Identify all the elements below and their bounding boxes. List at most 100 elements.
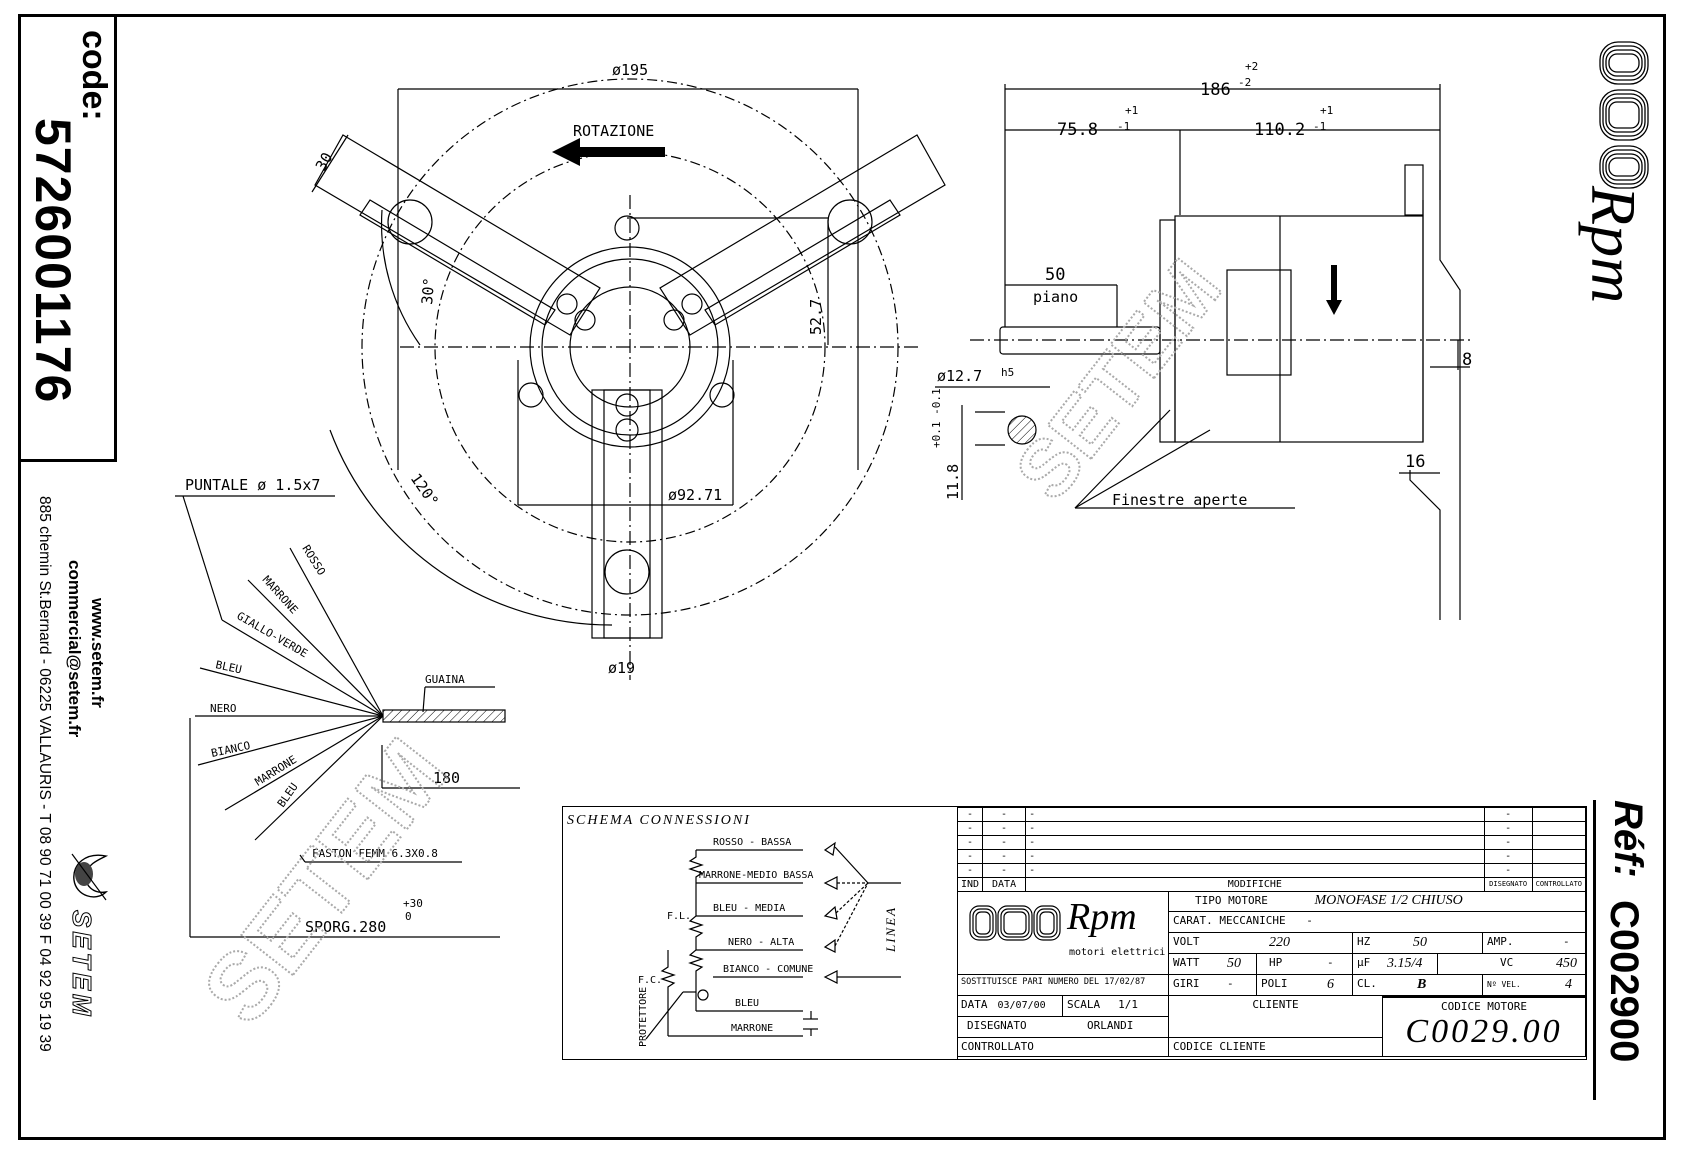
schema-line-marrone-medio-bassa: MARRONE-MEDIO BASSA bbox=[699, 870, 813, 881]
dim-body-length: 110.2 bbox=[1254, 120, 1305, 140]
mod-ctrl bbox=[1531, 849, 1587, 864]
tip-label: PUNTALE ø 1.5x7 bbox=[185, 476, 320, 494]
dim-shaft-tol-plus: +1 bbox=[1125, 104, 1138, 117]
hp-label: HP bbox=[1269, 956, 1283, 969]
schema-line-bianco-comune: BIANCO - COMUNE bbox=[723, 964, 813, 975]
mod-dis: - bbox=[1483, 807, 1533, 822]
volt-value: 220 bbox=[1269, 935, 1290, 950]
scala-label: SCALA bbox=[1067, 998, 1101, 1011]
rpm-logo-cell: Rpm motori elettrici bbox=[957, 891, 1169, 975]
scala-cell: SCALA 1/1 bbox=[1063, 996, 1169, 1017]
mod-data: - bbox=[982, 863, 1027, 878]
data-value: 03/07/00 bbox=[997, 1000, 1046, 1011]
dim-shaft-diameter: ø12.7 bbox=[937, 367, 982, 385]
header-ind: IND bbox=[956, 877, 984, 892]
hz-value: 50 bbox=[1413, 935, 1427, 950]
dim-flat-height: 11.8 bbox=[944, 464, 962, 500]
scala-value: 1/1 bbox=[1118, 998, 1138, 1011]
wire-label-bleu-2: BLEU bbox=[275, 781, 301, 810]
flat-label: piano bbox=[1033, 288, 1078, 306]
cl-label: CL. bbox=[1357, 977, 1377, 990]
tipo-motore-value: MONOFASE 1/2 CHIUSO bbox=[1314, 893, 1463, 908]
rotation-label: ROTAZIONE bbox=[573, 122, 654, 140]
codice-motore-value: C0029.00 bbox=[1405, 1013, 1563, 1050]
dim-180: 180 bbox=[433, 769, 460, 787]
mod-dis: - bbox=[1483, 849, 1533, 864]
mod-ctrl bbox=[1531, 821, 1587, 836]
mod-text: - bbox=[1025, 807, 1485, 822]
dim-flat-tolerance: +0.1 -0.1 bbox=[930, 388, 943, 448]
setem-watermark-side: SETEM bbox=[998, 244, 1238, 516]
setem-logo-icon bbox=[71, 853, 109, 901]
mod-text: - bbox=[1025, 835, 1485, 850]
poli-label: POLI bbox=[1261, 977, 1288, 990]
line-label: LINEA bbox=[883, 906, 898, 953]
setem-watermark: SETEM bbox=[183, 720, 468, 1043]
arm-right bbox=[659, 134, 946, 336]
carat-row: CARAT. MECCANICHE - bbox=[1169, 912, 1586, 933]
data-label: DATA bbox=[961, 998, 988, 1011]
mod-text: - bbox=[1025, 863, 1485, 878]
wiring-harness bbox=[175, 495, 520, 938]
dim-total-tol-plus: +2 bbox=[1245, 60, 1258, 73]
codice-motore-cell: CODICE MOTORE C0029.00 bbox=[1383, 996, 1586, 1057]
dim-body-tol-plus: +1 bbox=[1320, 104, 1333, 117]
terminal-box bbox=[1226, 269, 1292, 376]
rotation-arrow bbox=[552, 138, 665, 166]
cl-value: B bbox=[1417, 977, 1427, 992]
fl-label: F.L. bbox=[667, 911, 691, 922]
table-row: ---- bbox=[956, 821, 1587, 836]
mod-text: - bbox=[1025, 821, 1485, 836]
mod-data: - bbox=[982, 807, 1027, 822]
wire-label-nero: NERO bbox=[210, 702, 237, 715]
overhang-tol-plus: +30 bbox=[403, 897, 423, 910]
amp-cell: AMP. - bbox=[1483, 933, 1586, 954]
header-controllato: CONTROLLATO bbox=[1531, 877, 1587, 892]
mod-ctrl bbox=[1531, 835, 1587, 850]
mod-ind: - bbox=[956, 807, 984, 822]
table-row: ---- bbox=[956, 807, 1587, 822]
mod-data: - bbox=[982, 821, 1027, 836]
mod-text: - bbox=[1025, 849, 1485, 864]
amp-value: - bbox=[1563, 935, 1570, 948]
schema-line-bleu-media: BLEU - MEDIA bbox=[713, 903, 785, 914]
dim-body-tol-minus: -1 bbox=[1313, 120, 1326, 133]
windows-label: Finestre aperte bbox=[1112, 491, 1247, 509]
poli-value: 6 bbox=[1327, 977, 1334, 992]
spec-block: Rpm motori elettrici TIPO MOTORE MONOFAS… bbox=[957, 891, 1586, 1059]
poli-cell: POLI 6 bbox=[1257, 975, 1353, 996]
mod-dis: - bbox=[1483, 821, 1533, 836]
sheath-label: GUAINA bbox=[425, 673, 465, 686]
cliente-cell: CLIENTE bbox=[1169, 996, 1383, 1038]
dim-body-diameter: ø92.71 bbox=[668, 486, 722, 504]
faston-label: FASTON FEMM 6.3X0.8 bbox=[312, 847, 438, 860]
mod-ctrl bbox=[1531, 807, 1587, 822]
dim-height-52-7: 52.7 bbox=[807, 299, 825, 335]
wire-label-bleu-1: BLEU bbox=[214, 658, 243, 676]
amp-label: AMP. bbox=[1487, 935, 1514, 948]
header-data: DATA bbox=[982, 877, 1027, 892]
fc-label: F.C. bbox=[638, 975, 662, 986]
vc-value: 450 bbox=[1556, 956, 1577, 971]
mod-data: - bbox=[982, 835, 1027, 850]
hp-value: - bbox=[1327, 956, 1334, 969]
table-row: ---- bbox=[956, 849, 1587, 864]
hp-cell: HP - bbox=[1257, 954, 1353, 975]
dim-diameter-195: ø195 bbox=[612, 61, 648, 79]
protector-label: PROTETTORE bbox=[638, 987, 649, 1047]
dim-16: 16 bbox=[1405, 452, 1425, 472]
tipo-motore-row: TIPO MOTORE MONOFASE 1/2 CHIUSO bbox=[1169, 891, 1586, 912]
dim-hole-diameter: ø19 bbox=[608, 659, 635, 677]
header-disegnato: DISEGNATO bbox=[1483, 877, 1533, 892]
title-block: SCHEMA CONNESSIONI bbox=[562, 806, 1587, 1060]
dim-total-length: 186 bbox=[1200, 80, 1231, 100]
uf-value: 3.15/4 bbox=[1387, 956, 1423, 971]
nvel-cell: Nº VEL.4 bbox=[1483, 975, 1586, 996]
rpm-logo-text: Rpm bbox=[1067, 896, 1137, 938]
dim-flat-length: 50 bbox=[1045, 265, 1065, 285]
